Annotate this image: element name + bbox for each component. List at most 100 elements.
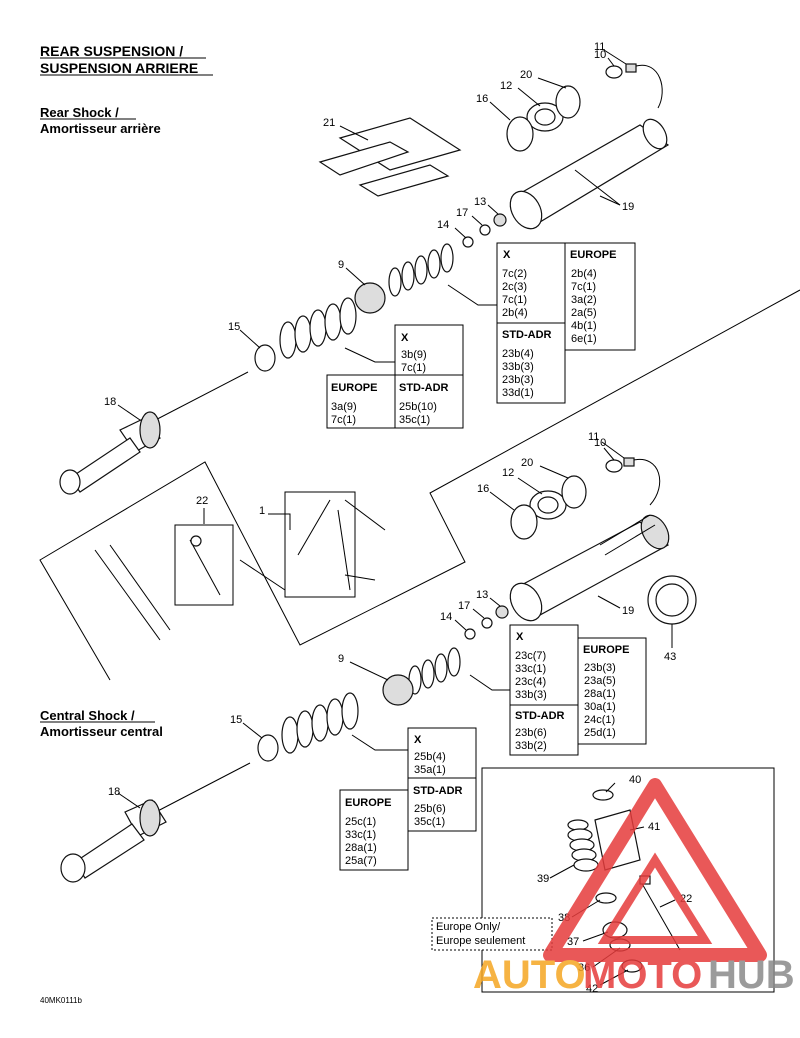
washer-17-central <box>481 617 493 629</box>
table-header-x: X <box>503 249 511 261</box>
europe-only-note-line1: Europe Only/ <box>436 921 501 933</box>
table-cell: 3b(9) <box>401 349 427 361</box>
callout-14: 14 <box>437 219 449 231</box>
reservoir-19-central <box>509 514 670 622</box>
callout-20: 20 <box>520 69 532 81</box>
ring-12-central-inner <box>537 496 559 514</box>
callout-13: 13 <box>474 196 486 208</box>
washer-14-central <box>464 628 476 640</box>
shock-body-18 <box>59 371 249 495</box>
watermark-text-moto: MOTO <box>583 953 702 997</box>
table-cell: 4b(1) <box>571 320 597 332</box>
watermark: AUTO MOTO HUB <box>473 778 795 997</box>
callout-13-central: 13 <box>476 589 488 601</box>
callout-12: 12 <box>500 80 512 92</box>
rear-shock-title-line1: Rear Shock / <box>40 105 119 120</box>
table-rear-upper: X 7c(2) 2c(3) 7c(1) 2b(4) EUROPE 2b(4) 7… <box>496 242 636 404</box>
callout-42: 42 <box>586 983 598 995</box>
rear-shock-assembly <box>59 63 670 495</box>
table-cell: 25d(1) <box>584 727 616 739</box>
seal-20 <box>555 85 581 119</box>
main-title-line2: SUSPENSION ARRIERE <box>40 60 198 76</box>
table-cell: 25a(7) <box>345 855 377 867</box>
leader-lines <box>117 49 676 986</box>
callout-17: 17 <box>456 207 468 219</box>
callout-43: 43 <box>664 651 676 663</box>
callout-39: 39 <box>537 873 549 885</box>
callout-20-central: 20 <box>521 457 533 469</box>
cap-10-central <box>605 459 623 473</box>
washer-14 <box>462 236 474 248</box>
table-header-europe: EUROPE <box>570 249 616 261</box>
table-cell: 28a(1) <box>345 842 377 854</box>
callout-41: 41 <box>648 821 660 833</box>
reservoir-19 <box>509 118 670 230</box>
table-cell: 2c(3) <box>502 281 527 293</box>
cap-10 <box>605 65 623 79</box>
table-central-lower: X 25b(4) 35a(1) STD-ADR 25b(6) 35c(1) EU… <box>339 727 477 871</box>
table-header-std: STD-ADR <box>413 785 463 797</box>
table-cell: 33b(3) <box>515 689 547 701</box>
decal-21 <box>318 117 462 197</box>
nut-13 <box>493 213 507 227</box>
callout-10-central: 10 <box>594 437 606 449</box>
table-cell: 35c(1) <box>414 816 445 828</box>
table-cell: 2b(4) <box>571 268 597 280</box>
table-central-upper: X 23c(7) 33c(1) 23c(4) 33b(3) EUROPE 23b… <box>509 624 647 756</box>
table-rear-lower: X 3b(9) 7c(1) EUROPE 3a(9) 7c(1) STD-ADR… <box>326 324 464 429</box>
valve-11-central <box>623 457 635 467</box>
washer-15-central <box>257 734 279 762</box>
europe-only-note-line2: Europe seulement <box>436 935 525 947</box>
table-header-europe: EUROPE <box>583 644 629 656</box>
table-cell: 25b(10) <box>399 401 437 413</box>
callout-16-central: 16 <box>477 483 489 495</box>
section-divider <box>39 289 800 681</box>
oring-16 <box>506 116 534 152</box>
table-cell: 23a(5) <box>584 675 616 687</box>
table-cell: 25c(1) <box>345 816 376 828</box>
table-cell: 33c(1) <box>515 663 546 675</box>
table-cell: 7c(1) <box>571 281 596 293</box>
table-cell: 23b(4) <box>502 348 534 360</box>
europe-only-note-box <box>431 917 553 951</box>
oring-16-central <box>510 504 538 540</box>
table-cell: 7c(1) <box>401 362 426 374</box>
callout-10: 10 <box>594 49 606 61</box>
table-cell: 23c(7) <box>515 650 546 662</box>
callout-9: 9 <box>338 259 344 271</box>
table-cell: 24c(1) <box>584 714 615 726</box>
table-cell: 33b(3) <box>502 361 534 373</box>
callout-36: 36 <box>578 962 590 974</box>
spring-seat-9 <box>354 282 386 314</box>
table-header-x: X <box>401 332 409 344</box>
table-cell: 23b(3) <box>502 374 534 386</box>
table-header-europe: EUROPE <box>331 382 377 394</box>
hose-line-central <box>633 459 661 506</box>
table-header-std: STD-ADR <box>399 382 449 394</box>
table-cell: 23b(6) <box>515 727 547 739</box>
watermark-triangle-icon <box>543 778 767 962</box>
seal-20-central <box>561 475 587 509</box>
table-header-x: X <box>414 734 422 746</box>
central-shock-assembly <box>60 457 697 883</box>
inset-box-1 <box>284 491 356 598</box>
callout-18: 18 <box>104 396 116 408</box>
shock-body-18-central <box>60 762 251 883</box>
spring-upper <box>388 243 454 297</box>
table-cell: 25b(6) <box>414 803 446 815</box>
callout-15: 15 <box>228 321 240 333</box>
callout-1: 1 <box>259 505 265 517</box>
callout-9-central: 9 <box>338 653 344 665</box>
table-cell: 3a(2) <box>571 294 597 306</box>
main-title-line1: REAR SUSPENSION / <box>40 43 183 59</box>
watermark-text-hub: HUB <box>708 953 795 997</box>
table-cell: 7c(1) <box>331 414 356 426</box>
table-cell: 6e(1) <box>571 333 597 345</box>
table-cell: 33d(1) <box>502 387 534 399</box>
spring-upper-central <box>408 647 461 695</box>
callout-17-central: 17 <box>458 600 470 612</box>
table-cell: 7c(2) <box>502 268 527 280</box>
callout-22: 22 <box>196 495 208 507</box>
table-header-std: STD-ADR <box>502 329 552 341</box>
